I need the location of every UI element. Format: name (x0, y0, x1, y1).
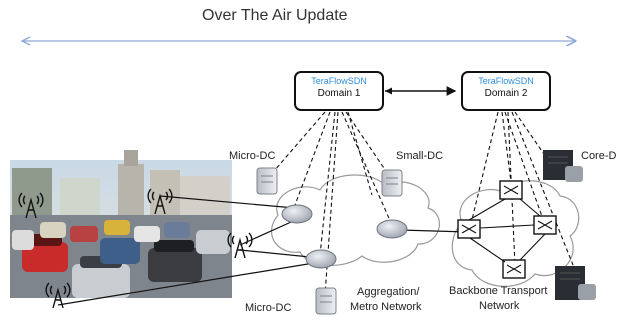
micro-dc-top-label: Micro-DC (229, 150, 276, 162)
traffic-photo (10, 150, 232, 298)
micro-dc-bottom-label: Micro-DC (245, 302, 292, 314)
teraflow-logo: TeraFlowSDN (478, 76, 534, 86)
aggregation-label-line2: Metro Network (350, 301, 422, 313)
control-links (267, 111, 576, 296)
backbone-switch-glyphs (461, 185, 553, 274)
aggregation-label-line1: Aggregation/ (357, 286, 420, 298)
core-dc-label: Core-D (581, 150, 617, 162)
server-micro-dc-bottom (315, 287, 337, 315)
server-core-dc (543, 150, 583, 182)
server-small-dc (381, 169, 403, 197)
ota-arrow-left-head (20, 36, 31, 46)
teraflow-logo: TeraFlowSDN (311, 76, 367, 86)
domain-label: Domain 1 (317, 88, 361, 99)
metro-routers (281, 204, 408, 269)
domain-label: Domain 2 (484, 88, 528, 99)
controller-domain-1: TeraFlowSDN Domain 1 (294, 71, 384, 111)
backbone-ring (468, 198, 546, 263)
small-dc-label: Small-DC (396, 150, 444, 162)
domain-link-left-head (385, 87, 392, 95)
diagram-title: Over The Air Update (202, 7, 348, 24)
server-backbone (555, 266, 596, 300)
controller-domain-2: TeraFlowSDN Domain 2 (461, 71, 551, 111)
backbone-label-line2: Network (479, 300, 520, 312)
server-micro-dc-top (256, 167, 278, 195)
backbone-label-line1: Backbone Transport (449, 285, 548, 297)
